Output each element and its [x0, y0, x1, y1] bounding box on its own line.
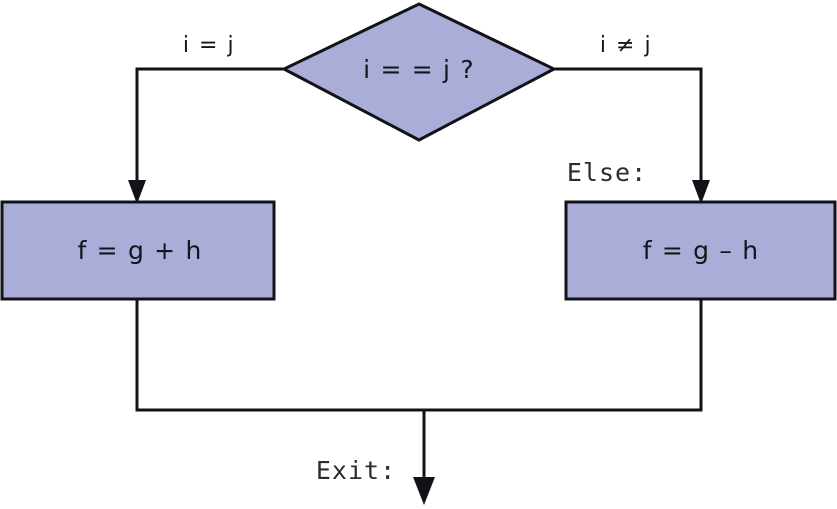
edge-left-arrowhead-icon — [128, 180, 146, 204]
branch-label-right: i ≠ j — [600, 33, 652, 58]
process-right-label: f = g – h — [643, 236, 760, 265]
edge-left-branch-line — [135, 67, 283, 194]
annotation-exit-label: Exit: — [316, 456, 396, 485]
branch-label-left: i = j — [183, 33, 235, 58]
edge-right-branch-line — [555, 67, 703, 194]
process-left-label: f = g + h — [78, 236, 203, 265]
process-left-shape — [0, 200, 276, 301]
annotation-else-label: Else: — [567, 158, 647, 187]
edge-exit-arrowhead-icon — [413, 477, 435, 505]
edge-right-arrowhead-icon — [692, 180, 710, 204]
decision-label: i = = j ? — [363, 55, 475, 84]
edge-merge-line — [135, 300, 703, 412]
decision-diamond-shape — [280, 2, 558, 142]
process-right-shape — [564, 200, 837, 301]
